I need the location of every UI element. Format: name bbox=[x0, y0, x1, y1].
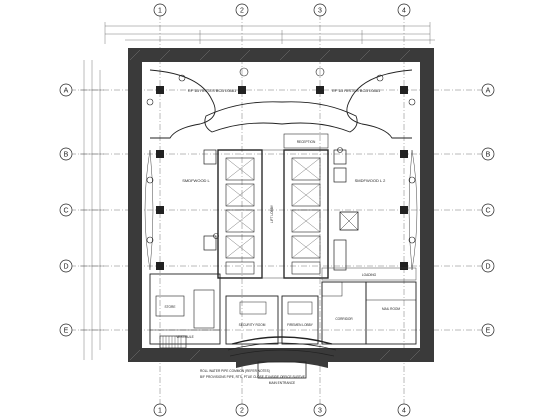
room-label-top-left: RF 1B RISTES BCB L0881 bbox=[188, 88, 237, 93]
grid-bubble-row-e: E bbox=[59, 323, 73, 337]
lower-rooms: STORE VESTIBULE SECURITY ROOM FIREMEN LO… bbox=[149, 267, 417, 345]
lift-lobby: LIFT LOBBY bbox=[261, 149, 285, 279]
grid-bubble-row-c: C bbox=[59, 203, 73, 217]
grid-bubble-row-c-right: C bbox=[481, 203, 495, 217]
grid-bubble-col-1-bottom: 1 bbox=[153, 403, 167, 417]
svg-text:A: A bbox=[64, 87, 69, 94]
grid-bubble-col-3: 3 bbox=[313, 3, 327, 17]
svg-text:3: 3 bbox=[318, 7, 322, 14]
grid-bubble-row-d-right: D bbox=[481, 259, 495, 273]
left-dimensions bbox=[80, 60, 104, 360]
room-label-east: SMDFWOOD L 2 bbox=[355, 178, 387, 183]
service-shafts bbox=[203, 149, 359, 271]
lift-core-east bbox=[283, 149, 329, 279]
grid-bubbles-top: 1 2 3 4 bbox=[153, 3, 411, 17]
svg-text:D: D bbox=[63, 263, 68, 270]
room-label-top-right: RF 1B RISTES BCB L0881 bbox=[332, 88, 381, 93]
grid-bubble-row-d: D bbox=[59, 259, 73, 273]
grid-bubble-row-b: B bbox=[59, 147, 73, 161]
grid-bubble-row-a-right: A bbox=[481, 83, 495, 97]
svg-text:E: E bbox=[64, 327, 69, 334]
reception-area: RECEPTION bbox=[283, 133, 329, 149]
grid-bubbles-left: A B C D E bbox=[59, 83, 73, 337]
room-label-west: SMDFWOOD L bbox=[182, 178, 210, 183]
svg-text:C: C bbox=[485, 207, 490, 214]
curved-partitions bbox=[144, 69, 418, 271]
grid-bubble-col-3-bottom: 3 bbox=[313, 403, 327, 417]
grid-bubble-col-4-bottom: 4 bbox=[397, 403, 411, 417]
svg-text:A: A bbox=[486, 87, 491, 94]
security-label: SECURITY ROOM bbox=[239, 323, 266, 327]
note-line-2: B/F PROVISIONS PIPE, RTS, PTUE CLOSE IT … bbox=[200, 375, 305, 379]
store-label: STORE bbox=[165, 305, 176, 309]
svg-text:4: 4 bbox=[402, 407, 406, 414]
grid-bubble-col-2: 2 bbox=[235, 3, 249, 17]
lift-lobby-label: LIFT LOBBY bbox=[270, 204, 274, 223]
grid-bubbles-bottom: 1 2 3 4 bbox=[153, 403, 411, 417]
top-dimensions bbox=[104, 22, 435, 44]
firemen-lobby-label: FIREMEN LOBBY bbox=[287, 323, 314, 327]
stair bbox=[159, 335, 187, 349]
note-line-1: ROLL WATER PIPE COMMON (REFER NOTES) bbox=[200, 369, 270, 373]
grid-bubbles-right: A B C D E bbox=[481, 83, 495, 337]
svg-text:3: 3 bbox=[318, 407, 322, 414]
ceiling-fixtures bbox=[146, 67, 416, 244]
structural-columns bbox=[156, 86, 408, 270]
svg-text:E: E bbox=[486, 327, 491, 334]
svg-text:C: C bbox=[63, 207, 68, 214]
grid-bubble-col-2-bottom: 2 bbox=[235, 403, 249, 417]
mail-room-label: MAIL ROOM bbox=[382, 307, 400, 311]
svg-text:B: B bbox=[486, 151, 491, 158]
drawing-notes: ROLL WATER PIPE COMMON (REFER NOTES) B/F… bbox=[200, 369, 305, 379]
grid-bubble-row-b-right: B bbox=[481, 147, 495, 161]
entrance-label: MAIN ENTRANCE bbox=[269, 381, 295, 385]
grid-bubble-col-1: 1 bbox=[153, 3, 167, 17]
svg-text:4: 4 bbox=[402, 7, 406, 14]
svg-text:2: 2 bbox=[240, 7, 244, 14]
grid-bubble-row-a: A bbox=[59, 83, 73, 97]
reception-label: RECEPTION bbox=[297, 140, 316, 144]
lift-core-west bbox=[217, 149, 263, 279]
svg-text:2: 2 bbox=[240, 407, 244, 414]
grid-bubble-col-4: 4 bbox=[397, 3, 411, 17]
vestibule-label: VESTIBULE bbox=[176, 335, 194, 339]
corridor-label: CORRIDOR bbox=[335, 317, 353, 321]
building-outline bbox=[128, 48, 434, 362]
loading-label: LOADING bbox=[362, 273, 377, 277]
svg-text:1: 1 bbox=[158, 407, 162, 414]
svg-text:D: D bbox=[485, 263, 490, 270]
main-entrance: MAIN ENTRANCE bbox=[227, 336, 337, 385]
svg-text:B: B bbox=[64, 151, 69, 158]
grid-bubble-row-e-right: E bbox=[481, 323, 495, 337]
svg-text:1: 1 bbox=[158, 7, 162, 14]
